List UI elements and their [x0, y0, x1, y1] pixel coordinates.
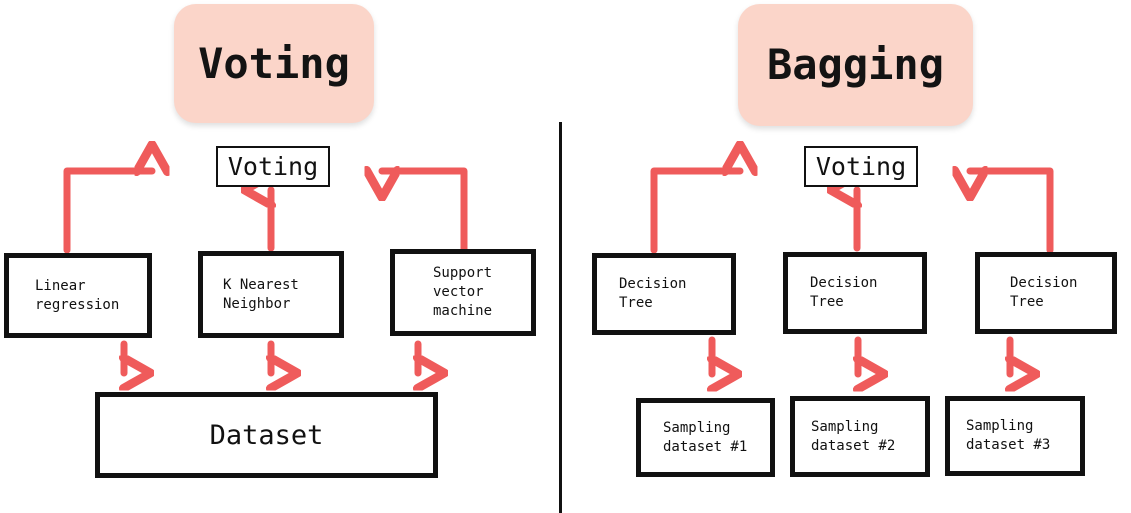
- dataset-box[interactable]: Dataset: [95, 392, 438, 478]
- sampling-dataset-label-1: Sampling dataset #1: [663, 419, 748, 455]
- model-label-k-nearest-neighbor: K Nearest Neighbor: [223, 276, 299, 312]
- model-label-linear-regression: Linear regression: [35, 277, 120, 313]
- bagging-title-label: Bagging: [766, 40, 944, 89]
- voting-title-badge: Voting: [174, 4, 374, 123]
- right-voting-combiner-label: Voting: [815, 152, 907, 181]
- voting-title-label: Voting: [198, 38, 350, 88]
- model-box-decision-tree-1[interactable]: Decision Tree: [592, 253, 736, 335]
- model-box-k-nearest-neighbor[interactable]: K Nearest Neighbor: [198, 251, 344, 338]
- bagging-title-badge: Bagging: [738, 4, 973, 126]
- model-box-support-vector-machine[interactable]: Support vector machine: [390, 249, 536, 336]
- sampling-dataset-box-2[interactable]: Sampling dataset #2: [790, 396, 930, 477]
- left-voting-combiner-box[interactable]: Voting: [216, 146, 330, 187]
- model-label-support-vector-machine: Support vector machine: [433, 265, 493, 319]
- sampling-dataset-label-3: Sampling dataset #3: [966, 418, 1051, 453]
- arrow-linear-regression-to-voting: [63, 171, 152, 254]
- arrow-svm-to-voting: [382, 171, 468, 254]
- arrow-decision-tree-3-to-voting: [970, 171, 1054, 254]
- dataset-label: Dataset: [209, 419, 324, 451]
- arrow-decision-tree-1-to-voting: [650, 171, 740, 254]
- model-label-decision-tree-1: Decision Tree: [619, 276, 687, 311]
- model-box-decision-tree-3[interactable]: Decision Tree: [975, 252, 1117, 334]
- right-voting-combiner-box[interactable]: Voting: [804, 146, 918, 187]
- model-label-decision-tree-3: Decision Tree: [1010, 275, 1078, 310]
- sampling-dataset-box-1[interactable]: Sampling dataset #1: [636, 398, 775, 477]
- model-box-decision-tree-2[interactable]: Decision Tree: [783, 252, 927, 334]
- panel-divider: [559, 122, 562, 513]
- left-voting-combiner-label: Voting: [227, 152, 319, 181]
- model-box-linear-regression[interactable]: Linear regression: [4, 253, 152, 338]
- model-label-decision-tree-2: Decision Tree: [810, 275, 878, 310]
- sampling-dataset-box-3[interactable]: Sampling dataset #3: [945, 396, 1085, 476]
- sampling-dataset-label-2: Sampling dataset #2: [811, 418, 896, 454]
